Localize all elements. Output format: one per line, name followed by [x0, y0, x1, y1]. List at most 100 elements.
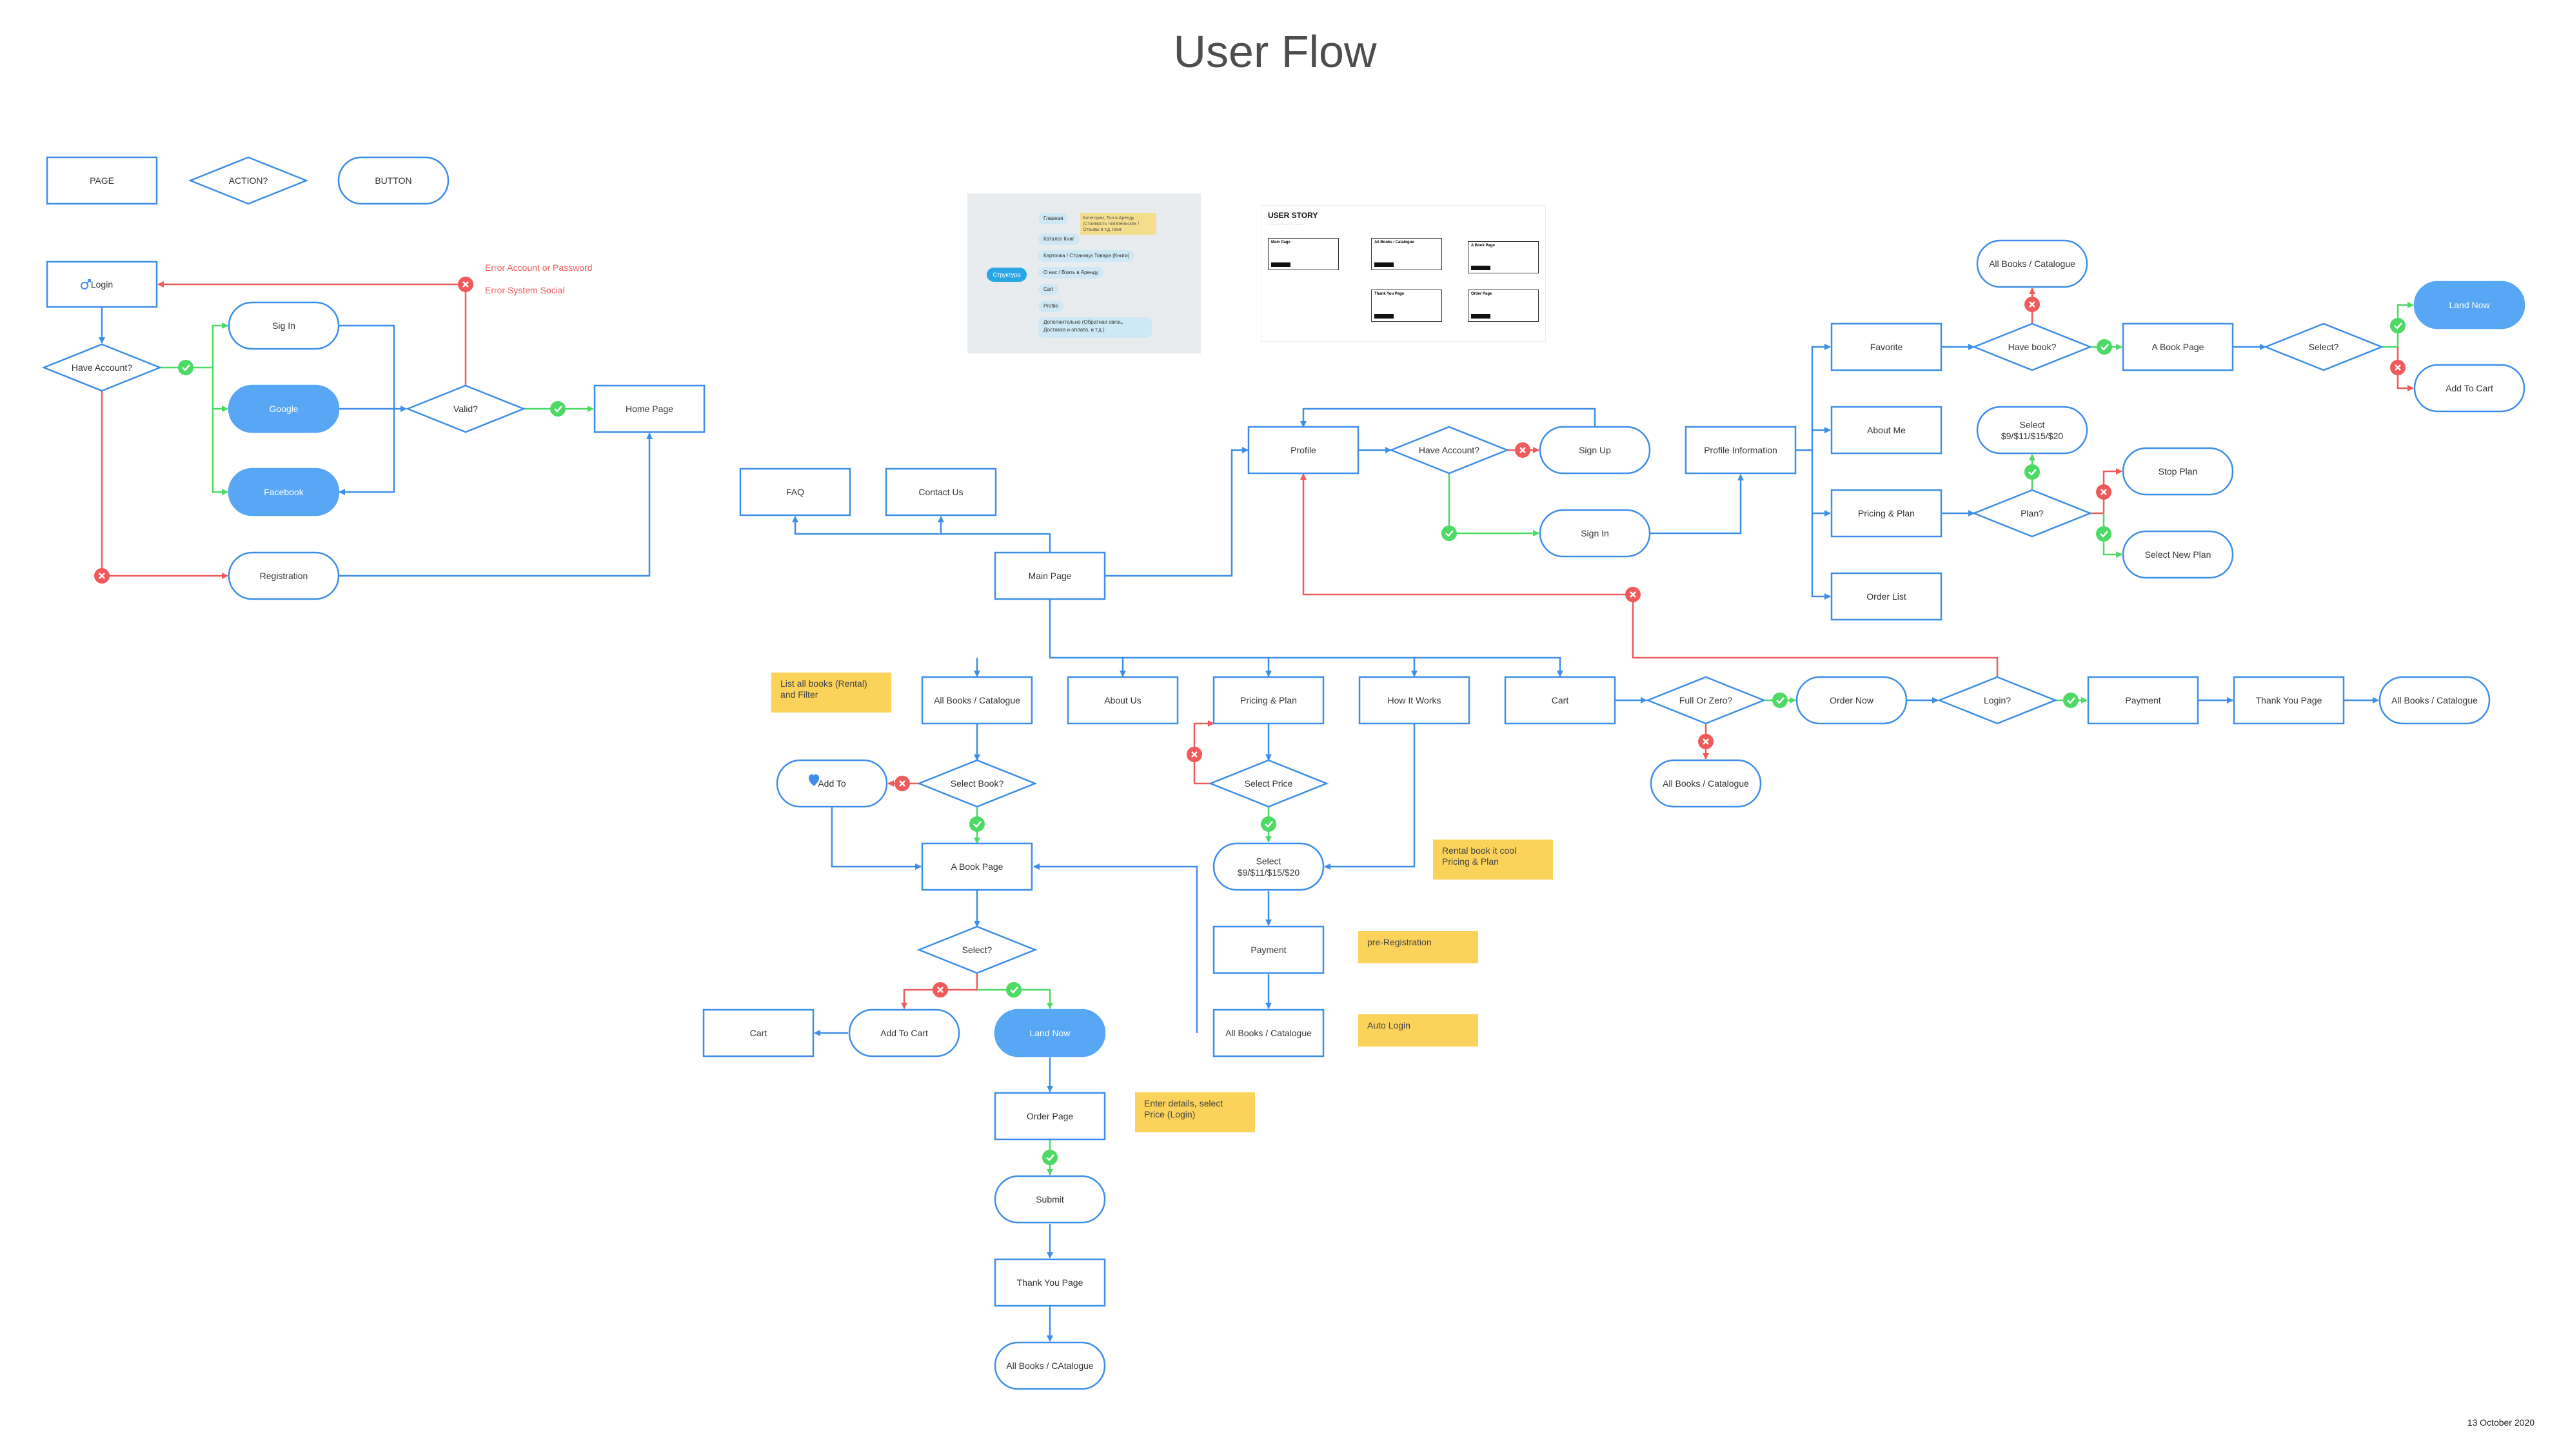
mindmap-item: Cart [1038, 284, 1059, 295]
node-label: $9/$11/$15/$20 [1238, 867, 1300, 878]
no-cross-icon [2024, 297, 2040, 312]
facebook-button[interactable]: Facebook [228, 467, 340, 516]
node-label: Submit [1036, 1194, 1064, 1205]
node-label: Add To [818, 778, 846, 789]
mindmap-item: Главная [1038, 213, 1069, 224]
user-story-card: Thank You Page [1371, 290, 1442, 322]
node-label: ACTION? [229, 175, 268, 186]
yes-check-icon [969, 816, 985, 832]
node-label: Payment [2125, 695, 2160, 705]
user-story-card: All Books / Catalogue [1371, 238, 1442, 270]
yes-check-icon [178, 360, 193, 375]
no-cross-icon [1515, 442, 1530, 458]
mindmap-item: О нас / Взять в Аренду [1038, 267, 1104, 279]
node-label: Profile [1290, 445, 1316, 455]
node-label: Login [91, 279, 113, 290]
valid-decision: Valid? [405, 384, 526, 433]
heart-icon [808, 774, 820, 786]
all-books-button[interactable]: All Books / CAtalogue [994, 1341, 1106, 1390]
all-books-page: All Books / Catalogue [921, 676, 1033, 725]
no-cross-icon [1698, 734, 1714, 749]
node-label: Cart [1552, 695, 1569, 705]
node-label: Pricing & Plan [1858, 508, 1915, 518]
flow-edge [977, 989, 1053, 1009]
yes-check-icon [2024, 464, 2040, 480]
page-title: User Flow [1173, 26, 1377, 77]
select-price-decision: Select Price [1208, 759, 1329, 808]
node-label: PAGE [90, 175, 114, 186]
node-label: Registration [260, 571, 308, 581]
user-story-title: USER STORY [1268, 211, 1318, 220]
add-to-favorites-button[interactable]: Add To [776, 759, 888, 808]
stop-plan-button[interactable]: Stop Plan [2122, 447, 2234, 496]
select-price-button[interactable]: Select$9/$11/$15/$20 [1212, 842, 1325, 891]
note-text: List all books (Rental) [780, 678, 867, 689]
profile-page: Profile [1247, 426, 1359, 475]
add-to-cart-button[interactable]: Add To Cart [2413, 364, 2525, 413]
land-now-button[interactable]: Land Now [994, 1008, 1106, 1058]
all-books-button[interactable]: All Books / Catalogue [2378, 676, 2491, 725]
mindmap-item: Дополнительно (Обратная связь, Доставка … [1038, 317, 1152, 338]
select-price-button[interactable]: Select$9/$11/$15/$20 [1976, 406, 2088, 455]
yes-check-icon [1261, 816, 1276, 832]
yes-check-icon [2096, 526, 2111, 542]
flow-edge [1811, 450, 1831, 516]
node-label: Plan? [2021, 508, 2044, 518]
google-button[interactable]: Google [228, 384, 340, 433]
node-label: All Books / CAtalogue [1006, 1361, 1094, 1371]
node-label: Select [2020, 419, 2045, 429]
user-story-card: A Book Page [1468, 241, 1539, 273]
error-account-text: Error Account or Password [485, 262, 593, 273]
note-text: Pricing & Plan [1442, 856, 1499, 867]
node-label: Land Now [2449, 300, 2490, 310]
yes-check-icon [1042, 1150, 1058, 1165]
payment-page: Payment [2087, 676, 2199, 725]
node-label: Main Page [1029, 571, 1072, 581]
submit-button[interactable]: Submit [994, 1175, 1106, 1224]
note-text: Auto Login [1367, 1020, 1410, 1030]
node-label: Add To Cart [2446, 383, 2493, 393]
flow-edge [101, 391, 228, 579]
flow-edge [1300, 408, 1596, 428]
node-label: All Books / Catalogue [1225, 1028, 1312, 1038]
have-account-decision: Have Account? [1389, 426, 1510, 475]
a-book-page: A Book Page [921, 842, 1033, 891]
all-books-button[interactable]: All Books / Catalogue [1976, 239, 2088, 288]
badges-layer [94, 277, 2406, 1165]
node-label: BUTTON [375, 175, 411, 186]
node-label: Valid? [453, 404, 478, 414]
sign-in-button[interactable]: Sign In [1539, 509, 1651, 558]
flow-edge [1324, 723, 1416, 870]
registration-button[interactable]: Registration [228, 551, 340, 600]
flow-edge [339, 433, 653, 577]
yes-check-icon [1006, 982, 1022, 998]
legend-button-shape[interactable]: BUTTON [337, 156, 450, 205]
yes-check-icon [2390, 318, 2406, 333]
add-to-cart-button[interactable]: Add To Cart [848, 1008, 960, 1058]
note-text: Enter details, select [1144, 1098, 1223, 1108]
land-now-button[interactable]: Land Now [2413, 280, 2525, 330]
no-cross-icon [2390, 360, 2406, 375]
no-cross-icon [1187, 747, 1202, 762]
flow-edge [1796, 344, 1831, 451]
have-book-decision: Have book? [1972, 322, 2093, 371]
order-page: Order Page [994, 1092, 1106, 1141]
pricing-plan-page: Pricing & Plan [1830, 489, 1942, 538]
favorite-page: Favorite [1830, 322, 1942, 371]
sign-up-button[interactable]: Sign Up [1539, 426, 1651, 475]
thank-you-page: Thank You Page [2233, 676, 2345, 725]
select-new-plan-button[interactable]: Select New Plan [2122, 530, 2234, 579]
node-label: Pricing & Plan [1240, 695, 1297, 705]
no-cross-icon [1625, 587, 1641, 602]
error-social-text: Error System Social [485, 285, 565, 295]
node-label: Stop Plan [2159, 466, 2198, 477]
all-books-button[interactable]: All Books / Catalogue [1650, 759, 1762, 808]
no-cross-icon [94, 568, 110, 584]
node-label: Payment [1250, 945, 1286, 955]
node-label: How It Works [1388, 695, 1441, 705]
node-label: About Me [1867, 425, 1906, 435]
node-label: Login? [1984, 695, 2011, 705]
order-now-button[interactable]: Order Now [1795, 676, 1908, 725]
sign-in-button[interactable]: Sig In [228, 301, 340, 350]
